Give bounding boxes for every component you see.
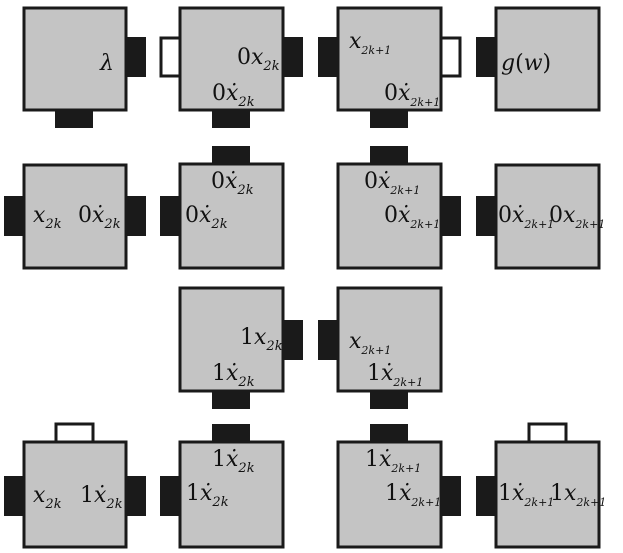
tile-row4-right: 1ẋ2k+1 1x2k+1 bbox=[476, 422, 606, 549]
tile-label-right: 0x2k+1 bbox=[549, 203, 605, 231]
tile-label-right: 0ẋ2k+1 bbox=[384, 203, 440, 231]
tile-body bbox=[178, 6, 285, 112]
tile-row4-mid-left: 1ẋ2k 1ẋ2k bbox=[160, 424, 285, 549]
tab-left-solid bbox=[160, 196, 180, 236]
tile-label-top: 1x2k bbox=[240, 325, 283, 354]
tab-right-solid bbox=[126, 476, 146, 516]
tile-odd-start: x2k+1 0ẋ2k+1 bbox=[318, 6, 462, 128]
tile-label-bottom: 1ẋ2k+1 bbox=[367, 361, 423, 389]
tab-right-solid bbox=[441, 476, 461, 516]
tile-g: g(w) bbox=[476, 6, 601, 112]
tab-left-solid bbox=[4, 476, 24, 516]
tile-label-right: 1ẋ2k bbox=[80, 483, 123, 512]
tile-row2-mid-left: 0ẋ2k 0ẋ2k bbox=[160, 146, 285, 270]
tab-top-solid bbox=[370, 146, 408, 164]
tile-body bbox=[336, 440, 443, 549]
tab-top-solid bbox=[212, 424, 250, 442]
tile-label-top: x2k+1 bbox=[349, 329, 391, 357]
tile-label-bottom: 0ẋ2k+1 bbox=[384, 81, 440, 109]
tile-label-right: 0ẋ2k bbox=[78, 203, 121, 232]
tile-body bbox=[494, 6, 601, 112]
tile-body bbox=[494, 440, 601, 549]
tab-left-open bbox=[159, 36, 182, 78]
tile-body bbox=[178, 440, 285, 549]
tile-row4-left: x2k 1ẋ2k bbox=[4, 422, 146, 549]
tile-label-left: 0ẋ2k bbox=[185, 203, 228, 232]
tab-bottom-solid bbox=[212, 391, 250, 409]
tile-row2-mid-right: 0ẋ2k+1 0ẋ2k+1 bbox=[336, 146, 461, 270]
tab-top-solid bbox=[370, 424, 408, 442]
tile-label-top: 0ẋ2k+1 bbox=[364, 169, 420, 197]
tile-label-left: x2k bbox=[33, 483, 62, 512]
tab-bottom-solid bbox=[55, 110, 93, 128]
tile-label-top: 1ẋ2k+1 bbox=[365, 447, 421, 475]
tile-body bbox=[336, 286, 443, 393]
tile-body bbox=[336, 162, 443, 270]
tile-label-top: 0x2k bbox=[237, 45, 280, 74]
tile-label-left: x2k bbox=[33, 203, 62, 232]
tile-label-right: 1ẋ2k+1 bbox=[385, 481, 441, 509]
tile-body bbox=[22, 163, 128, 270]
tab-top-open bbox=[527, 422, 568, 444]
tab-left-solid bbox=[4, 196, 24, 236]
tile-row2-right: 0ẋ2k+1 0x2k+1 bbox=[476, 163, 605, 270]
tab-left-solid bbox=[160, 476, 180, 516]
tab-bottom-solid bbox=[212, 110, 250, 128]
tile-label-top: x2k+1 bbox=[349, 29, 391, 57]
tab-left-solid bbox=[476, 37, 496, 77]
tile-body bbox=[178, 162, 285, 270]
tab-bottom-solid bbox=[370, 391, 408, 409]
tile-body bbox=[494, 163, 601, 270]
tab-left-solid bbox=[318, 320, 338, 360]
tile-even-start: 0x2k 0ẋ2k bbox=[159, 6, 303, 128]
tile-lambda: λ bbox=[22, 6, 146, 128]
tab-top-open bbox=[54, 422, 95, 444]
tab-right-solid bbox=[126, 37, 146, 77]
tab-right-open bbox=[439, 36, 462, 78]
tile-label-top: 0ẋ2k bbox=[211, 169, 254, 198]
tab-right-solid bbox=[126, 196, 146, 236]
tile-body bbox=[336, 6, 443, 112]
tab-right-solid bbox=[283, 37, 303, 77]
tile-label: λ bbox=[99, 51, 114, 76]
tile-row2-left: x2k 0ẋ2k bbox=[4, 163, 146, 270]
tile-label-right: 1x2k+1 bbox=[550, 481, 606, 509]
tab-bottom-solid bbox=[370, 110, 408, 128]
tab-top-solid bbox=[212, 146, 250, 164]
tile-row4-mid-right: 1ẋ2k+1 1ẋ2k+1 bbox=[336, 424, 461, 549]
tile-label-bottom: 0ẋ2k bbox=[212, 81, 255, 110]
tile-label-top: 1ẋ2k bbox=[212, 447, 255, 476]
tile-body bbox=[22, 440, 128, 549]
tab-left-solid bbox=[476, 196, 496, 236]
tab-right-solid bbox=[283, 320, 303, 360]
tile-body bbox=[22, 6, 128, 112]
tile-label-left: 0ẋ2k+1 bbox=[498, 203, 554, 231]
tile-body bbox=[178, 286, 285, 393]
tile-row3-right: x2k+1 1ẋ2k+1 bbox=[318, 286, 443, 409]
tile-label-left: 1ẋ2k+1 bbox=[498, 481, 554, 509]
tab-right-solid bbox=[441, 196, 461, 236]
tile-label-left: 1ẋ2k bbox=[186, 481, 229, 510]
tile-row3-left: 1x2k 1ẋ2k bbox=[178, 286, 303, 409]
tab-left-solid bbox=[318, 37, 338, 77]
tile-label-bottom: 1ẋ2k bbox=[212, 361, 255, 390]
tab-left-solid bbox=[476, 476, 496, 516]
tile-label: g(w) bbox=[501, 51, 551, 76]
